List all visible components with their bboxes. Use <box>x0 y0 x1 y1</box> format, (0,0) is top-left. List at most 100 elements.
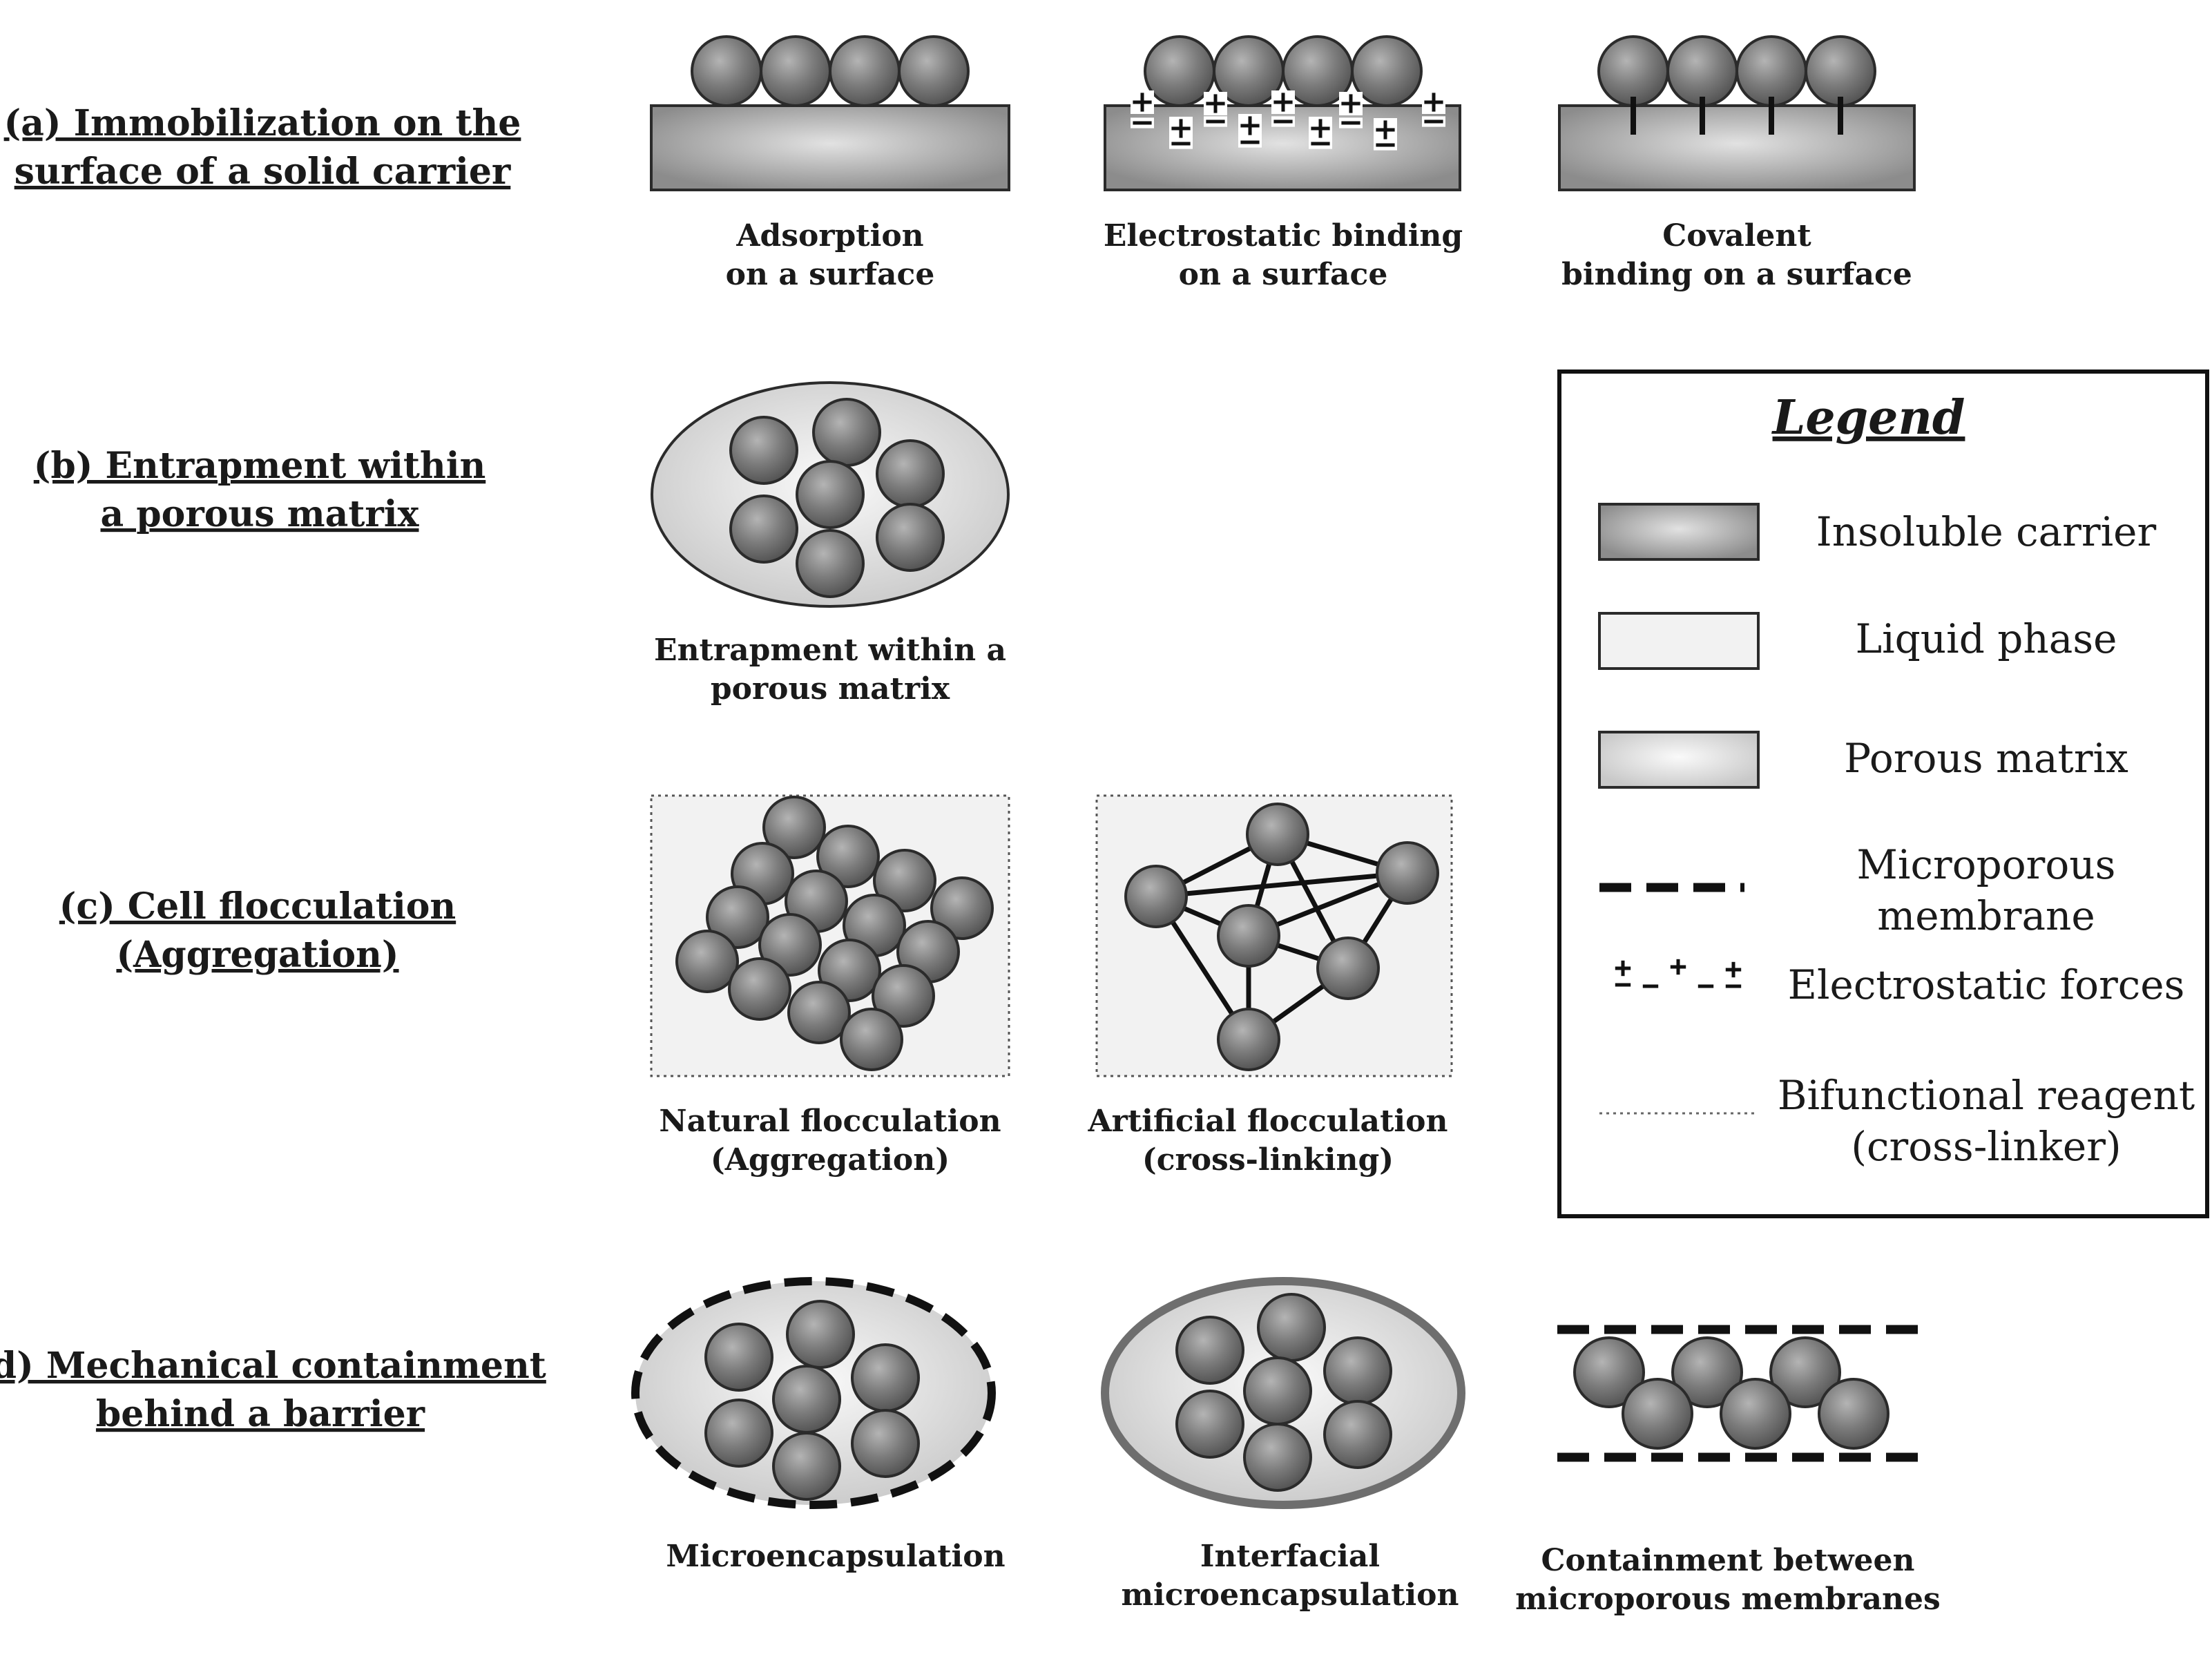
interfacial-microencapsulation-figure <box>1101 1277 1465 1509</box>
caption-artificial-line1: Artificial flocculation <box>1088 1104 1448 1139</box>
cell <box>729 416 798 485</box>
electrostatic-charges <box>1131 90 1445 151</box>
section-c-line1: (c) Cell flocculation <box>59 885 456 928</box>
section-d-line1: (d) Mechanical containment <box>0 1345 546 1387</box>
caption-containment-line2: microporous membranes <box>1515 1582 1941 1617</box>
legend-liquid-phase-label: Liquid phase <box>1856 615 2117 662</box>
cell <box>1720 1378 1791 1450</box>
cell <box>876 503 945 572</box>
entrapment-figure <box>651 381 1010 608</box>
cell <box>1597 35 1669 107</box>
legend-insoluble-carrier-label: Insoluble carrier <box>1816 508 2157 555</box>
cell <box>851 1409 920 1478</box>
cell <box>762 796 826 859</box>
cell <box>1243 1356 1312 1425</box>
cell <box>796 529 865 598</box>
legend-box <box>1557 369 2209 1218</box>
cell <box>1323 1336 1392 1405</box>
cell <box>758 913 822 977</box>
caption-covalent-line1: Covalent <box>1662 218 1811 253</box>
caption-adsorption-line1: Adsorption <box>735 218 923 253</box>
legend-reagent-line1: Bifunctional reagent <box>1778 1072 2195 1119</box>
cell <box>812 398 881 467</box>
legend: Legend Insoluble carrier Liquid phase Po… <box>1557 369 2209 1218</box>
cell <box>873 849 936 912</box>
adsorption-figure <box>650 35 1010 191</box>
cell <box>760 35 831 107</box>
legend-title: Legend <box>1771 390 1965 445</box>
cell <box>1243 1423 1312 1492</box>
cell <box>787 981 851 1044</box>
cell <box>1217 904 1280 968</box>
cell <box>1124 865 1188 928</box>
legend-electrostatic-label: Electrostatic forces <box>1788 961 2185 1008</box>
cell <box>1805 35 1876 107</box>
section-b-line1: (b) Entrapment within <box>34 445 486 487</box>
section-a-line2: surface of a solid carrier <box>15 151 511 193</box>
section-a-line1: (a) Immobilization on the <box>4 102 521 144</box>
cell <box>1818 1378 1889 1450</box>
section-b-line2: a porous matrix <box>101 493 420 535</box>
cell <box>704 1323 773 1392</box>
cell <box>691 35 762 107</box>
caption-electrostatic-line1: Electrostatic binding <box>1104 218 1463 253</box>
caption-natural-line2: (Aggregation) <box>711 1142 950 1178</box>
caption-electrostatic-line2: on a surface <box>1179 257 1388 292</box>
natural-flocculation-figure <box>650 794 1010 1077</box>
cell <box>1671 1336 1743 1408</box>
caption-adsorption-line2: on a surface <box>726 257 935 292</box>
cell <box>1666 35 1738 107</box>
caption-microencapsulation-line1: Microencapsulation <box>666 1539 1005 1574</box>
cell <box>1573 1336 1645 1408</box>
caption-natural-line1: Natural flocculation <box>659 1104 1001 1139</box>
section-a-label: (a) Immobilization on the surface of a s… <box>4 102 521 193</box>
microencapsulation-figure <box>631 1277 996 1509</box>
cell <box>772 1432 841 1501</box>
section-b-label: (b) Entrapment within a porous matrix <box>34 445 486 535</box>
cell <box>796 460 865 529</box>
section-d-label: (d) Mechanical containment behind a barr… <box>0 1345 546 1435</box>
cell <box>872 964 935 1028</box>
cell <box>816 825 880 888</box>
cell <box>1175 1316 1244 1385</box>
legend-membrane-line1: Microporous <box>1857 841 2116 888</box>
caption-containment-line1: Containment between <box>1541 1543 1914 1578</box>
cell <box>728 957 791 1021</box>
cell <box>1351 35 1423 107</box>
artificial-flocculation-figure <box>1095 794 1453 1077</box>
cell <box>704 1399 773 1468</box>
cell <box>1735 35 1807 107</box>
legend-insoluble-carrier-swatch <box>1598 503 1760 561</box>
cell <box>876 439 945 508</box>
covalent-figure <box>1558 35 1916 191</box>
cell <box>1323 1400 1392 1469</box>
cell <box>930 876 994 940</box>
legend-porous-matrix-label: Porous matrix <box>1844 735 2128 782</box>
containment-figure <box>1557 1325 1920 1462</box>
legend-liquid-phase-swatch <box>1598 612 1760 670</box>
cell <box>898 35 970 107</box>
cell <box>729 495 798 564</box>
legend-electrostatic-swatch <box>1613 957 1743 991</box>
cell <box>829 35 901 107</box>
cell <box>1246 803 1309 866</box>
section-c-line2: (Aggregation) <box>116 934 398 976</box>
caption-entrapment-line2: porous matrix <box>711 671 950 707</box>
electrostatic-figure <box>1104 35 1461 191</box>
caption-interfacial-line2: microencapsulation <box>1121 1577 1459 1613</box>
cell <box>1376 841 1439 905</box>
cell <box>772 1365 841 1434</box>
solid-carrier <box>650 104 1010 191</box>
cell <box>1769 1336 1841 1408</box>
legend-reagent-line2: (cross-linker) <box>1851 1123 2121 1170</box>
cell <box>1217 1008 1280 1071</box>
section-d-line2: behind a barrier <box>96 1393 425 1435</box>
cell <box>706 885 769 949</box>
caption-interfacial-line1: Interfacial <box>1200 1539 1380 1574</box>
solid-carrier <box>1558 104 1916 191</box>
cell <box>1622 1378 1693 1450</box>
cell <box>1257 1293 1326 1362</box>
caption-artificial-line2: (cross-linking) <box>1142 1142 1394 1178</box>
cell <box>851 1343 920 1412</box>
